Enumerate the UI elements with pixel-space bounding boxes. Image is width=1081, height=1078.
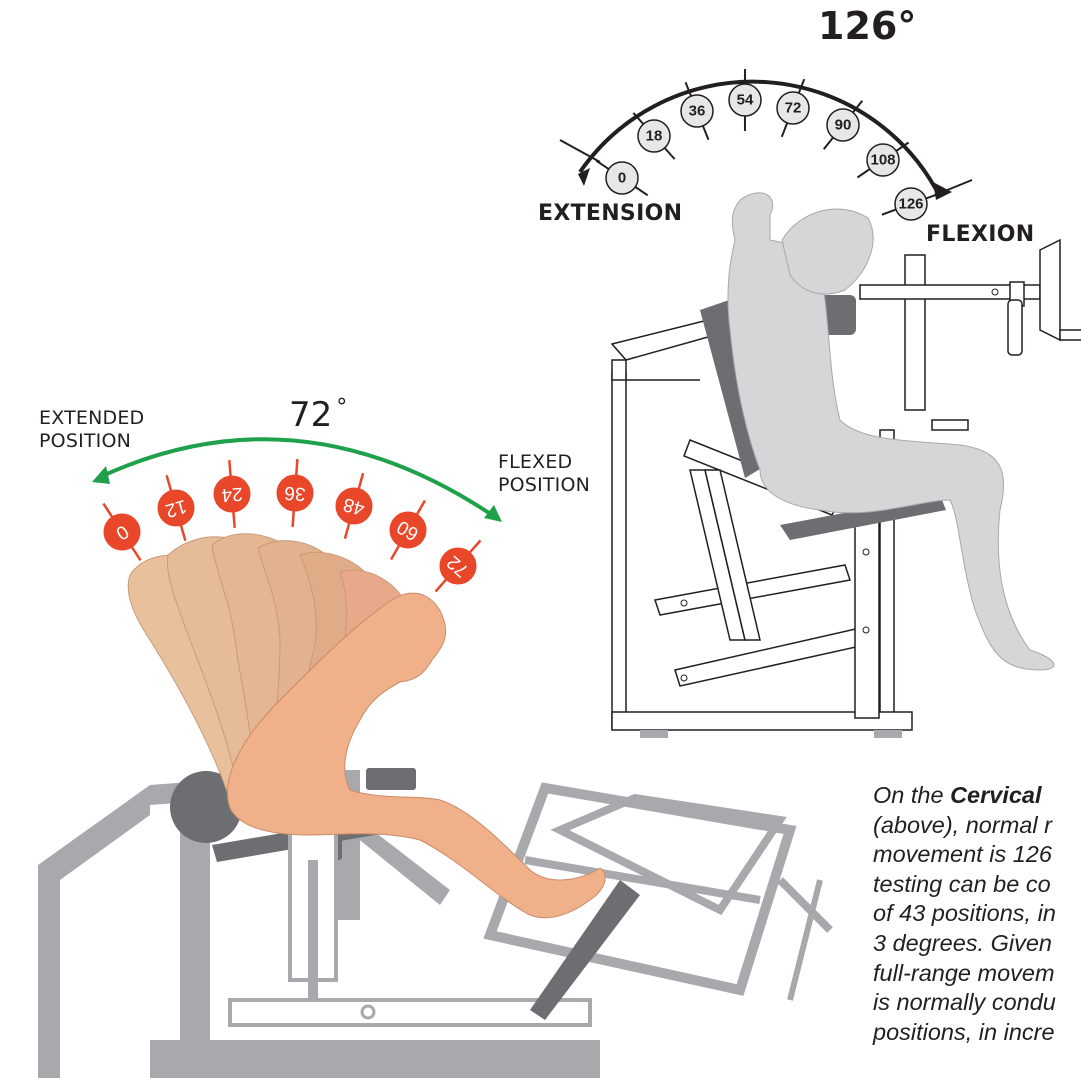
flexed-label-line2: POSITION	[498, 474, 590, 497]
caption-line-8: is normally condu	[873, 988, 1081, 1018]
extended-label-line2: POSITION	[39, 430, 144, 453]
caption-text: On the Cervical (above), normal r moveme…	[873, 781, 1081, 1047]
cervical-label-90: 90	[835, 117, 852, 134]
lumbar-badge-24: 24	[214, 460, 250, 528]
cervical-label-0: 0	[618, 170, 626, 187]
cervical-label-72: 72	[785, 100, 802, 117]
degree-symbol: °	[336, 395, 347, 420]
lumbar-range-degrees: 72°	[289, 395, 347, 435]
lumbar-badge-36: 36	[277, 459, 313, 527]
caption-line-6: 3 degrees. Given	[873, 929, 1081, 959]
caption-line1-pre: On the	[873, 782, 950, 808]
extended-label-line1: EXTENDED	[39, 407, 144, 430]
flexed-position-label: FLEXED POSITION	[498, 451, 590, 497]
caption-line-7: full-range movem	[873, 959, 1081, 989]
cervical-badge-90: 90	[824, 101, 863, 150]
lumbar-badge-12: 12	[158, 475, 194, 540]
caption-line1-bold: Cervical	[950, 782, 1041, 808]
cervical-badge-126: 126	[882, 188, 940, 220]
cervical-badge-54: 54	[729, 69, 761, 131]
cervical-label-126: 126	[898, 196, 923, 213]
flexion-label: FLEXION	[926, 222, 1034, 247]
cervical-label-18: 18	[646, 128, 663, 145]
caption-line-5: of 43 positions, in	[873, 899, 1081, 929]
caption-line-3: movement is 126	[873, 840, 1081, 870]
cervical-machine	[612, 193, 1081, 738]
cervical-label-36: 36	[689, 103, 706, 120]
lumbar-range-value: 72	[289, 395, 332, 435]
flexed-label-line1: FLEXED	[498, 451, 590, 474]
caption-line-1: On the Cervical	[873, 781, 1081, 811]
cervical-badge-108: 108	[857, 142, 908, 177]
lumbar-label-24: 24	[220, 483, 243, 506]
lumbar-badge-72: 72	[436, 540, 481, 591]
lumbar-badge-60: 60	[390, 501, 426, 560]
cervical-badge-0: 0	[596, 161, 647, 196]
cervical-range-degrees: 126°	[818, 4, 916, 48]
extension-label: EXTENSION	[538, 201, 682, 226]
caption-line-4: testing can be co	[873, 870, 1081, 900]
caption-line-9: positions, in incre	[873, 1018, 1081, 1048]
lumbar-badge-0: 0	[103, 504, 140, 561]
extended-position-label: EXTENDED POSITION	[39, 407, 144, 453]
lumbar-badge-48: 48	[336, 473, 372, 539]
caption-line-2: (above), normal r	[873, 811, 1081, 841]
cervical-label-108: 108	[870, 152, 895, 169]
cervical-label-54: 54	[737, 92, 754, 109]
lumbar-label-36: 36	[284, 482, 307, 504]
cervical-badge-18: 18	[633, 113, 674, 159]
